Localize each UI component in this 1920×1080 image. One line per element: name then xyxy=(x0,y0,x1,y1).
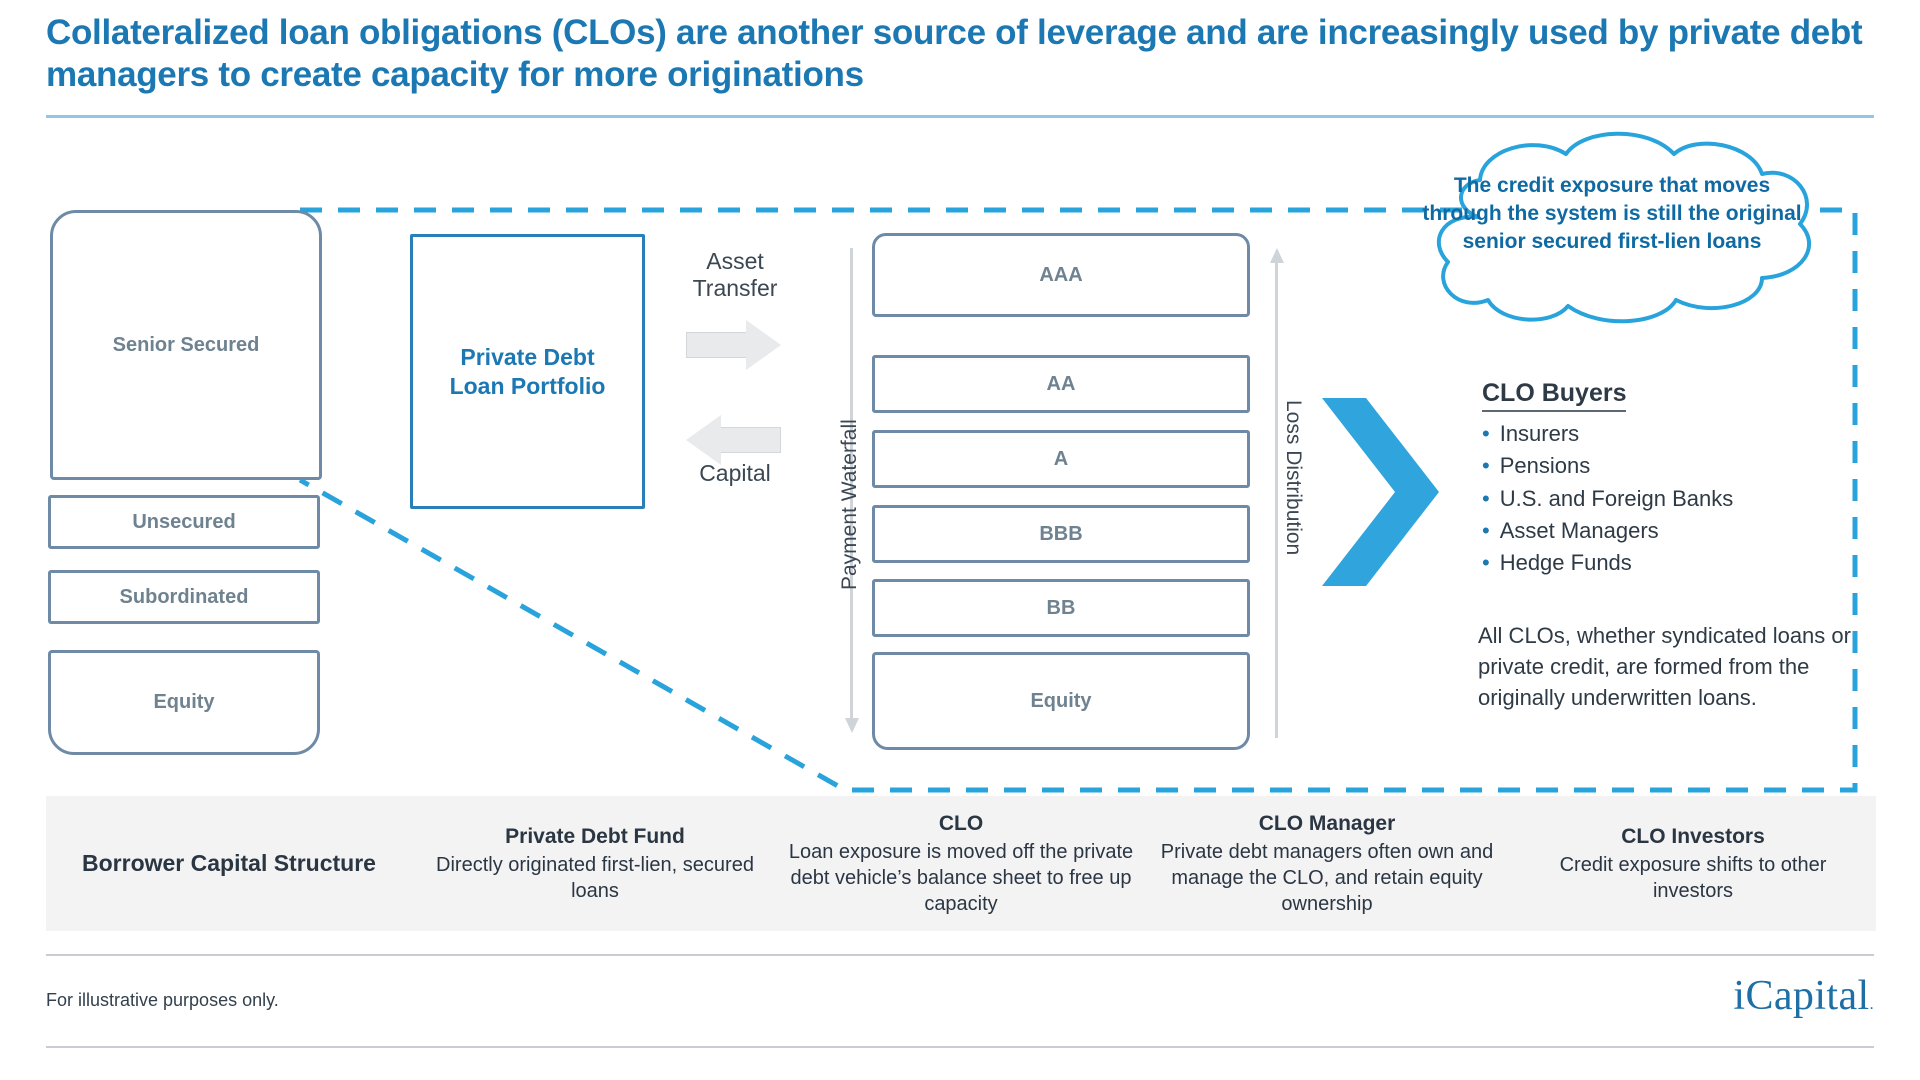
bullet-icon: • xyxy=(1482,485,1490,511)
legend-column-heading: Borrower Capital Structure xyxy=(82,849,376,876)
clo-buyer-item: • Hedge Funds xyxy=(1482,547,1882,579)
bullet-icon: • xyxy=(1482,453,1490,479)
tranche-box-a[interactable]: A xyxy=(872,430,1250,488)
tranche-box-aa[interactable]: AA xyxy=(872,355,1250,413)
chevron-right-icon xyxy=(1322,398,1439,586)
legend-column-heading: Private Debt Fund xyxy=(505,824,685,848)
capital-box-label: Senior Secured xyxy=(112,333,260,356)
logo-wordmark: iCapital xyxy=(1733,973,1870,1019)
disclaimer-text: For illustrative purposes only. xyxy=(46,990,279,1010)
icapital-logo: iCapital. xyxy=(1733,972,1874,1020)
capital-label: Capital xyxy=(699,460,771,486)
logo-mark: . xyxy=(1869,996,1874,1013)
bullet-icon: • xyxy=(1482,550,1490,576)
tranche-label: BB xyxy=(1046,596,1076,619)
capital-box-subordinated[interactable]: Subordinated xyxy=(48,570,320,624)
cloud-callout-icon xyxy=(1436,131,1812,324)
legend-column-heading: CLO Investors xyxy=(1621,824,1765,848)
arrow-tip xyxy=(686,415,721,465)
clo-buyer-label: U.S. and Foreign Banks xyxy=(1499,485,1734,511)
clo-buyer-item: • Pensions xyxy=(1482,450,1882,482)
axis-line xyxy=(1275,262,1278,738)
bullet-icon: • xyxy=(1482,517,1490,543)
loss-distribution-label: Loss Distribution xyxy=(1282,400,1305,556)
tranche-box-aaa[interactable]: AAA xyxy=(872,233,1250,317)
capital-box-senior-secured[interactable]: Senior Secured xyxy=(50,210,322,480)
tranche-label: Equity xyxy=(1030,689,1092,712)
arrow-shaft xyxy=(719,427,781,453)
tranche-box-equity[interactable]: Equity xyxy=(872,652,1250,750)
tranche-label: BBB xyxy=(1039,522,1083,545)
clo-buyer-label: Insurers xyxy=(1499,421,1580,446)
footer-divider-top xyxy=(46,954,1874,956)
tranche-label: A xyxy=(1053,447,1069,470)
capital-box-equity[interactable]: Equity xyxy=(48,650,320,755)
axis-arrowhead xyxy=(1270,248,1284,263)
cloud-callout-text: The credit exposure that moves through t… xyxy=(1422,174,1802,254)
arrow-tip xyxy=(746,320,781,370)
clo-buyers-heading: CLO Buyers xyxy=(1482,379,1627,412)
clo-buyer-item: • U.S. and Foreign Banks xyxy=(1482,483,1882,515)
legend-column-heading: CLO Manager xyxy=(1258,811,1396,835)
legend-column-heading: CLO xyxy=(938,811,984,835)
page-title: Collateralized loan obligations (CLOs) a… xyxy=(46,13,1863,94)
tranche-label: AA xyxy=(1046,372,1076,395)
capital-box-label: Unsecured xyxy=(132,510,236,533)
clo-buyer-item: • Asset Managers xyxy=(1482,515,1882,547)
tranche-box-bb[interactable]: BB xyxy=(872,579,1250,637)
legend-column-body: Directly originated first-lien, secured … xyxy=(436,854,754,903)
capital-box-label: Subordinated xyxy=(119,585,249,608)
tranche-box-bbb[interactable]: BBB xyxy=(872,505,1250,563)
axis-line xyxy=(850,248,853,718)
footer-divider-bottom xyxy=(46,1046,1874,1048)
legend-column-body: Private debt managers often own and mana… xyxy=(1160,841,1494,916)
arrow-shaft xyxy=(686,332,748,358)
clo-buyer-label: Hedge Funds xyxy=(1499,550,1632,576)
legend-column: CLO Loan exposure is moved off the privat… xyxy=(778,796,1144,931)
legend-column: Borrower Capital Structure xyxy=(46,796,412,931)
bullet-icon: • xyxy=(1482,421,1490,446)
clo-buyer-label: Asset Managers xyxy=(1499,517,1659,543)
capital-arrow-left-icon xyxy=(686,415,781,465)
title-divider xyxy=(46,115,1874,118)
asset-transfer-arrow-right-icon xyxy=(686,320,781,370)
clo-buyers-list: • Insurers • Pensions • U.S. and Foreign Bank… xyxy=(1482,418,1882,580)
clo-buyer-item: • Insurers xyxy=(1482,418,1882,450)
tranche-label: AAA xyxy=(1039,263,1083,286)
capital-box-label: Equity xyxy=(153,691,215,713)
clo-formation-note: All CLOs, whether syndicated loans or pr… xyxy=(1478,623,1851,711)
legend-column-body: Loan exposure is moved off the private d… xyxy=(788,841,1134,916)
legend-column-body: Credit exposure shifts to other investor… xyxy=(1559,854,1827,903)
capital-box-unsecured[interactable]: Unsecured xyxy=(48,495,320,549)
payment-waterfall-label: Payment Waterfall xyxy=(838,419,861,590)
axis-arrowhead xyxy=(845,718,859,733)
clo-buyer-label: Pensions xyxy=(1499,453,1591,479)
stage-legend-bar: Borrower Capital Structure Private Debt F… xyxy=(46,796,1876,931)
